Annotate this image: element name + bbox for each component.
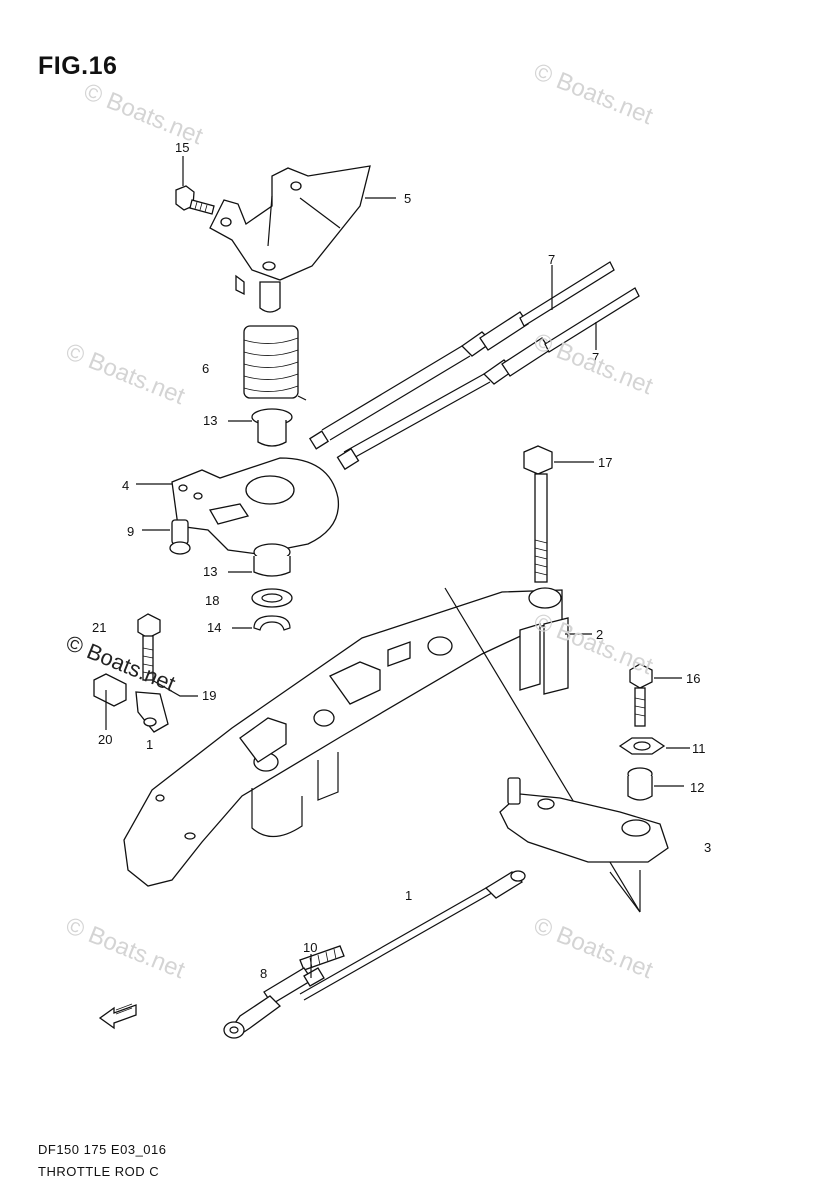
stud-9	[169, 519, 191, 555]
callout-19: 19	[202, 688, 217, 703]
callout-2: 2	[596, 627, 604, 642]
figure-title: FIG.16	[38, 52, 118, 80]
callout-14: 14	[207, 620, 222, 635]
bolt-16	[629, 663, 653, 727]
callout-16: 16	[686, 671, 701, 686]
bracket-1	[135, 691, 169, 733]
callout-17: 17	[598, 455, 613, 470]
bolt-21	[137, 613, 161, 681]
footer-model-code: DF150 175 E03_016	[38, 1142, 167, 1157]
callout-3: 3	[704, 840, 712, 855]
callout-12: 12	[690, 780, 705, 795]
clip-20	[93, 673, 127, 707]
nut-11	[618, 737, 666, 755]
callout-18: 18	[205, 593, 220, 608]
clip-14	[253, 615, 291, 631]
callout-6: 6	[202, 361, 210, 376]
bushing-13-upper	[251, 408, 293, 447]
callout-13-lower: 13	[203, 564, 218, 579]
callout-10: 10	[303, 940, 318, 955]
bracket-5	[209, 165, 371, 313]
bushing-13-lower	[253, 543, 291, 577]
callout-7-upper: 7	[548, 252, 556, 267]
callout-1-rod: 1	[405, 888, 413, 903]
throttle-rod-1	[223, 870, 526, 1039]
throttle-lever-2	[123, 587, 569, 887]
callout-13-upper: 13	[203, 413, 218, 428]
callout-9: 9	[127, 524, 135, 539]
washer-18	[251, 588, 293, 608]
callout-5: 5	[404, 191, 412, 206]
throttle-cam-4	[171, 457, 340, 555]
callout-4: 4	[122, 478, 130, 493]
collar-12	[627, 767, 653, 801]
spring-6	[243, 325, 307, 401]
bolt-15	[175, 185, 215, 215]
callout-8: 8	[260, 966, 268, 981]
bolt-17	[523, 445, 553, 583]
footer-section-name: THROTTLE ROD C	[38, 1164, 160, 1179]
throttle-cables-7	[308, 261, 640, 471]
callout-15: 15	[175, 140, 190, 155]
callout-21: 21	[92, 620, 107, 635]
callout-1-small: 1	[146, 737, 154, 752]
callout-11: 11	[692, 741, 706, 756]
callout-20: 20	[98, 732, 113, 747]
callout-7-lower: 7	[592, 350, 600, 365]
lever-3	[499, 777, 669, 863]
front-direction-arrow-icon	[98, 1003, 137, 1030]
